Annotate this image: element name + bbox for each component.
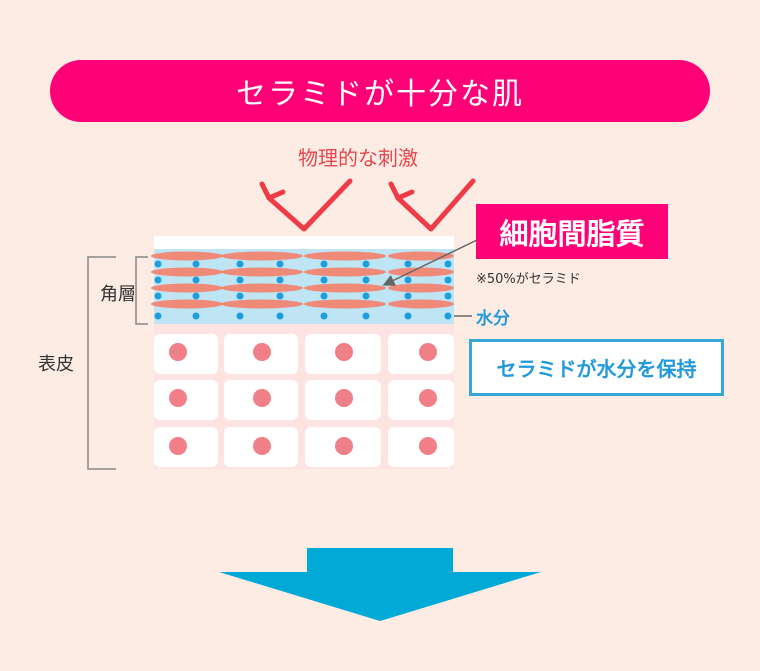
title-text: セラミドが十分な肌 [236, 77, 524, 112]
ceramide-retains-water-box: セラミドが水分を保持 [469, 339, 724, 396]
water-label: 水分 [476, 309, 510, 329]
check-arrow-icon [259, 178, 353, 232]
check-arrow-icon [388, 178, 476, 232]
stratum-corneum-bracket [135, 256, 148, 325]
epidermis-label: 表皮 [38, 354, 74, 375]
epidermis-bracket [87, 256, 116, 470]
down-arrow-icon [219, 548, 541, 621]
epidermal-cells [154, 329, 454, 469]
ceramide-ratio-note: ※50%がセラミド [476, 272, 581, 287]
water-dots [154, 260, 452, 320]
intercellular-lipid-tag: 細胞間脂質 [476, 204, 668, 259]
physical-stimulus-label: 物理的な刺激 [298, 146, 418, 170]
title-banner: セラミドが十分な肌 [50, 60, 710, 122]
lipid-lamellae [151, 251, 454, 309]
stratum-corneum-label: 角層 [100, 284, 136, 305]
lipid-pointer-line [382, 239, 478, 286]
